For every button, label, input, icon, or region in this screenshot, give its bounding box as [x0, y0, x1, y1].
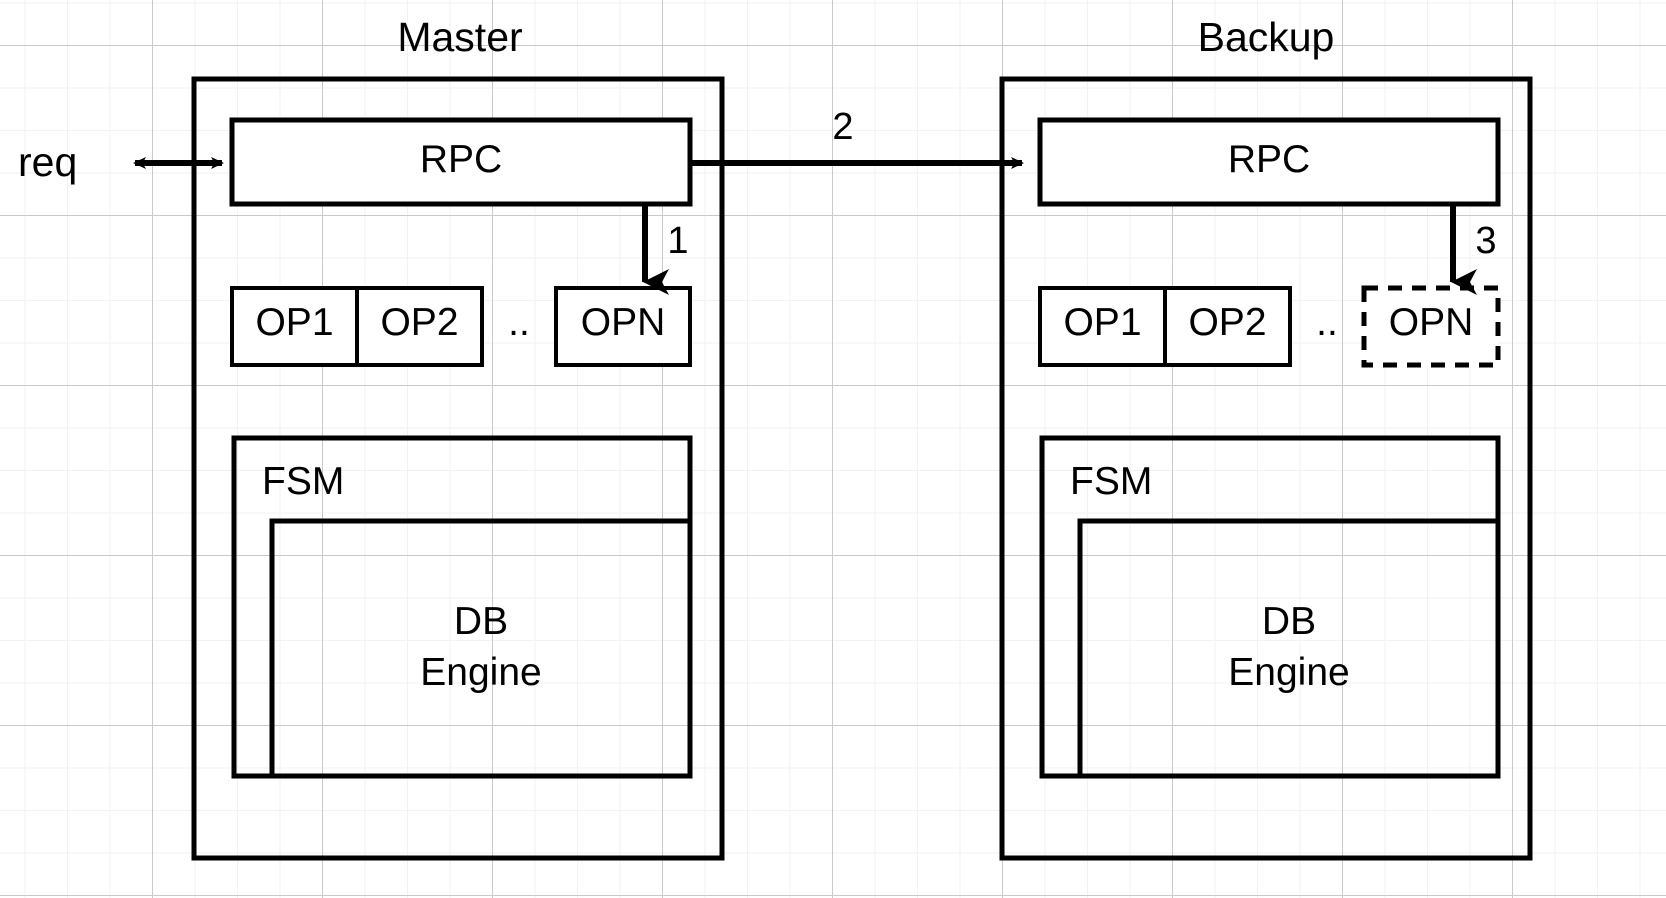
step-1-label: 1 [667, 220, 689, 262]
master-db-engine-label: DB Engine [272, 596, 690, 699]
master-fsm-label: FSM [262, 460, 345, 503]
master-op1-rect [230, 286, 359, 367]
step-3-label: 3 [1475, 220, 1497, 262]
master-op2-rect [355, 286, 484, 367]
master-op1-label: OP1 [255, 301, 334, 344]
master-op-ellipsis: .. [508, 301, 530, 344]
backup-op1-label: OP1 [1063, 301, 1142, 344]
backup-container-rect [999, 76, 1533, 861]
backup-title: Backup [1197, 14, 1335, 60]
backup-opn-label: OPN [1388, 301, 1474, 344]
backup-op2-label: OP2 [1188, 301, 1267, 344]
backup-rpc-label: RPC [1227, 138, 1311, 181]
master-rpc-rect [229, 117, 693, 207]
master-opn-rect [554, 286, 692, 367]
req-label: req [18, 139, 78, 185]
master-db-line1: DB [453, 600, 509, 643]
master-db-line2: Engine [420, 651, 542, 695]
backup-op2-rect [1163, 286, 1292, 367]
backup-db-engine-label: DB Engine [1080, 596, 1498, 699]
backup-db-line1: DB [1261, 600, 1317, 643]
master-db-engine-rect [269, 518, 693, 779]
step-2-label: 2 [832, 106, 854, 148]
backup-fsm-label: FSM [1070, 460, 1153, 503]
master-title: Master [397, 14, 523, 60]
backup-db-line2: Engine [1228, 651, 1350, 695]
backup-rpc-rect [1037, 117, 1501, 207]
master-op2-label: OP2 [380, 301, 459, 344]
master-rpc-label: RPC [419, 138, 503, 181]
backup-op-ellipsis: .. [1316, 301, 1338, 344]
master-opn-label: OPN [580, 301, 666, 344]
backup-db-engine-rect [1077, 518, 1501, 779]
backup-opn-rect-dashed [1361, 285, 1501, 368]
master-container-rect [191, 76, 725, 861]
